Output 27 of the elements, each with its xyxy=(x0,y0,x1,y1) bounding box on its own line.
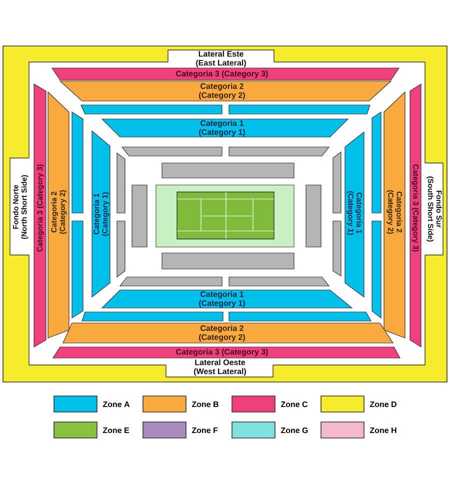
courtside-section xyxy=(132,184,148,248)
courtside-section xyxy=(228,276,330,286)
seating-section xyxy=(372,111,382,214)
legend-label: Zone D xyxy=(370,402,396,408)
seating-section: Categoria 2 (Category 2) xyxy=(62,322,394,344)
area-label-box: Lateral Oeste (West Lateral) xyxy=(166,359,274,378)
courtside-section xyxy=(228,146,330,156)
legend-label: Zone E xyxy=(102,428,130,434)
legend-label: Zone G xyxy=(280,427,308,434)
legend-label: Zone H xyxy=(370,428,396,434)
node-label: Lateral Oeste xyxy=(195,359,246,366)
seating-section xyxy=(80,104,222,114)
seating-section xyxy=(82,312,224,322)
seating-section xyxy=(228,104,370,114)
courtside-section xyxy=(162,162,294,178)
courtside-section xyxy=(306,184,322,248)
seating-section xyxy=(228,312,372,322)
legend-label: Zone A xyxy=(102,402,130,408)
legend-label: Zone F xyxy=(192,428,218,434)
seating-section xyxy=(372,220,382,319)
courtside-section xyxy=(332,151,342,214)
courtside-section xyxy=(332,220,342,277)
courtside-section xyxy=(162,252,294,270)
node-label: (West Lateral) xyxy=(194,368,246,376)
legend-label: Zone C xyxy=(280,401,308,408)
legend-label: Zone B xyxy=(192,402,218,408)
area-label-box: Lateral Este (East Lateral) xyxy=(168,50,274,68)
